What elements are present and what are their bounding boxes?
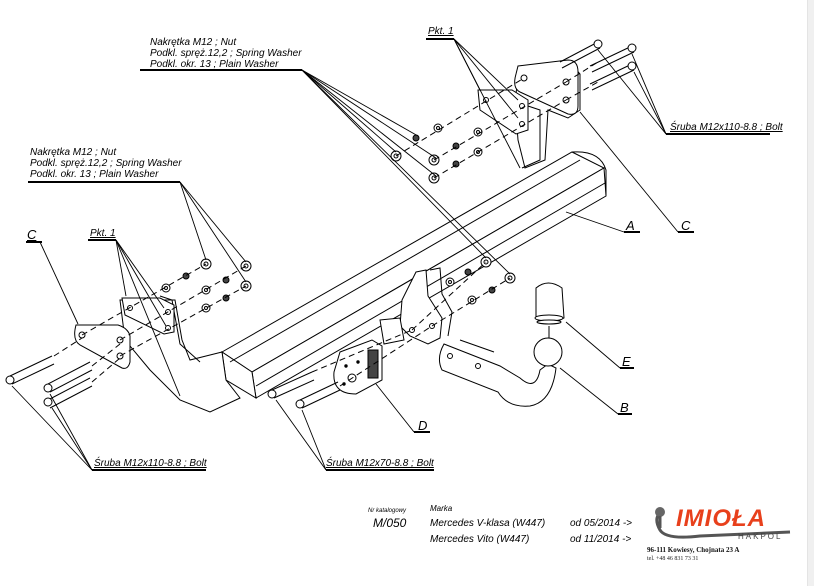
ball-cap-e [534, 282, 565, 338]
model-from-2: od 11/2014 -> [570, 534, 632, 545]
hardware-callout-left: Nakrętka M12 ; Nut Podkl. spręż.12,2 ; S… [30, 147, 182, 180]
part-letter-c-right: C [681, 218, 691, 233]
pkt1-label-left: Pkt. 1 [90, 228, 116, 239]
brand-logo-sub: HAKPOL [738, 532, 783, 541]
socket-plate-d [333, 339, 383, 395]
bolt-label-center: Śruba M12x70-8.8 ; Bolt [326, 458, 434, 469]
assembly-dashed-lines [53, 61, 599, 387]
catalog-number: M/050 [373, 516, 407, 530]
pkt1-label-top: Pkt. 1 [428, 26, 454, 37]
company-phone: tel. +48 46 831 73 31 [647, 556, 699, 562]
callout-line-spring-washer: Podkl. spręż.12,2 ; Spring Washer [30, 158, 182, 169]
bolts-top-right [559, 39, 637, 91]
catalog-label: Nr katalogowy [368, 508, 407, 514]
part-letter-b: B [620, 400, 629, 415]
callout-line-spring-washer: Podkl. spręż.12,2 ; Spring Washer [150, 48, 302, 59]
part-letter-a: A [626, 218, 635, 233]
company-address: 96-111 Kowiesy, Chojnata 23 A [647, 546, 740, 554]
bolt-label-left: Śruba M12x110-8.8 ; Bolt [94, 458, 207, 469]
hardware-nuts-washers-left [161, 258, 252, 313]
model-name-2: Mercedes Vito (W447) [430, 534, 530, 545]
brand-logo-text: IMIOŁA [676, 505, 766, 532]
main-crossbar-beam [221, 151, 607, 399]
center-receiver-bracket [379, 267, 453, 345]
callout-line-plain-washer: Podkl. okr. 13 ; Plain Washer [150, 59, 279, 70]
callout-line-plain-washer: Podkl. okr. 13 ; Plain Washer [30, 169, 159, 180]
right-bracket-tabs [477, 89, 529, 135]
part-letter-c-left: C [27, 227, 37, 242]
callout-line-nut: Nakrętka M12 ; Nut [30, 147, 117, 158]
bolts-center [267, 371, 341, 409]
mounting-plate-c-left [74, 324, 131, 369]
callout-line-nut: Nakrętka M12 ; Nut [150, 37, 237, 48]
part-letter-e: E [622, 354, 631, 369]
model-name-1: Mercedes V-klasa (W447) [430, 518, 546, 529]
brand-label: Marka [430, 504, 453, 513]
model-from-1: od 05/2014 -> [570, 518, 632, 529]
bolts-left [5, 355, 93, 409]
part-letter-d: D [418, 418, 428, 433]
vertical-scrollbar[interactable] [807, 0, 814, 586]
imiola-logo-graphic [655, 507, 791, 539]
left-mounting-arm [119, 295, 241, 413]
tow-ball-neck-b [438, 337, 563, 407]
hardware-callout-top: Nakrętka M12 ; Nut Podkl. spręż.12,2 ; S… [150, 37, 302, 70]
leader-lines [11, 38, 770, 471]
left-bracket-tabs [121, 297, 175, 335]
hardware-nuts-washers-top [390, 123, 483, 184]
mounting-plate-c-right [514, 59, 579, 115]
bolt-label-right: Śruba M12x110-8.8 ; Bolt [670, 122, 783, 133]
